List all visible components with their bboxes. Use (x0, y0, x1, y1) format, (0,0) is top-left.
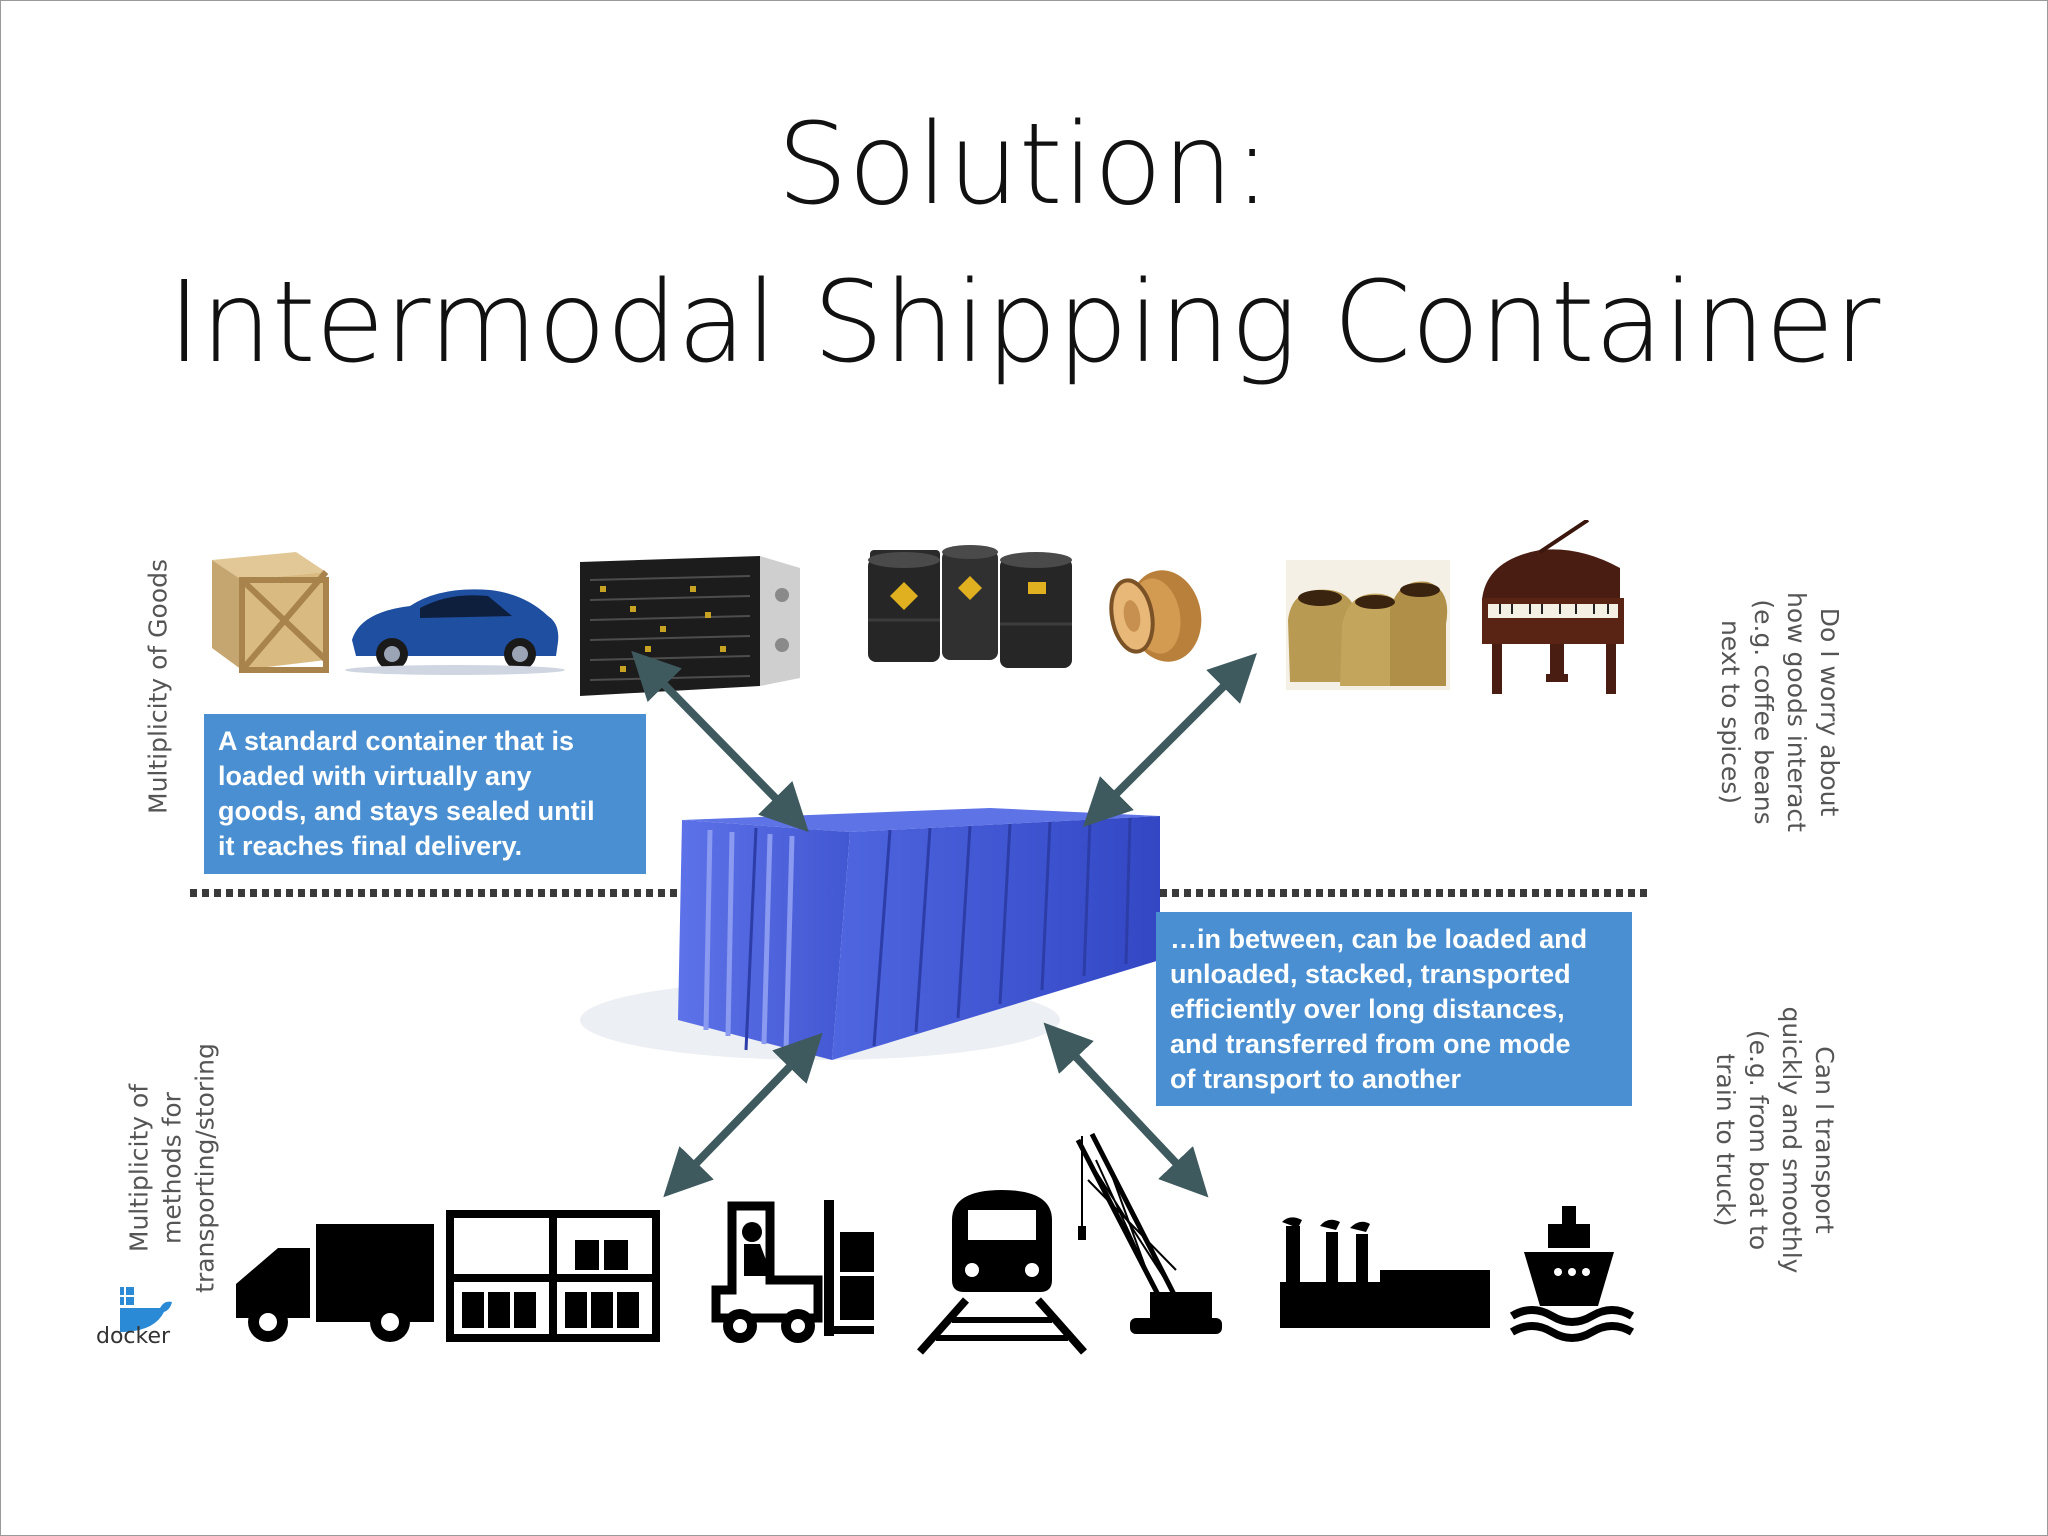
slide-title-line2: Intermodal Shipping Container (167, 258, 1881, 388)
methods-axis-line: Multiplicity of (124, 1083, 154, 1253)
arrow-container-racks (663, 1032, 823, 1198)
forklift-icon (711, 1200, 874, 1343)
callout-line: A standard container that is (218, 726, 575, 756)
callout-standard-container: A standard container that is loaded with… (204, 714, 646, 874)
train-icon (917, 1190, 1087, 1355)
methods-axis-line: transporting/storing (190, 1043, 220, 1293)
interact-question-line: Do I worry about (1815, 607, 1844, 817)
interact-question-line: next to spices) (1716, 619, 1745, 805)
methods-axis-label: Multiplicity of methods for transporting… (123, 1038, 222, 1298)
callout-line: of transport to another (1170, 1064, 1461, 1094)
warehouse-racks-icon (446, 1210, 660, 1342)
transport-question-line: (e.g. from boat to (1744, 1029, 1773, 1251)
arrow-container-crane (1043, 1022, 1209, 1198)
transport-question-label: Can I transport quickly and smoothly (e.… (1709, 1005, 1841, 1275)
slide-title-line1: Solution: (777, 100, 1271, 230)
shipping-container-icon (580, 808, 1160, 1060)
oil-drums-icon (868, 545, 1072, 668)
intermodal-diagram: Multiplicity of Goods Multiplicity of me… (96, 520, 1880, 1370)
coffee-sacks-icon (1286, 560, 1450, 690)
callout-line: and transferred from one mode (1170, 1029, 1571, 1059)
callout-line: …in between, can be loaded and (1170, 924, 1588, 954)
truck-icon (236, 1224, 434, 1342)
interact-question-label: Do I worry about how goods interact (e.g… (1714, 582, 1846, 842)
docker-logo-text: docker (96, 1324, 171, 1349)
transport-question-line: train to truck) (1711, 1053, 1740, 1227)
ship-icon (1509, 1206, 1635, 1342)
barrel-icon (1109, 570, 1202, 662)
transport-question-line: quickly and smoothly (1777, 1006, 1806, 1274)
callout-line: goods, and stays sealed until (218, 796, 595, 826)
interact-question-line: (e.g. coffee beans (1749, 599, 1778, 825)
callout-line: efficiently over long distances, (1170, 994, 1565, 1024)
diagram-graphics (120, 520, 1650, 1355)
callout-in-between: …in between, can be loaded and unloaded,… (1156, 912, 1632, 1106)
server-rack-icon (580, 556, 800, 696)
interact-question-line: how goods interact (1782, 592, 1811, 832)
wooden-crate-icon (212, 552, 329, 673)
factory-icon (1280, 1217, 1490, 1328)
arrow-sacks-container (1083, 653, 1257, 827)
car-icon (345, 589, 565, 675)
callout-line: it reaches final delivery. (218, 831, 523, 861)
transport-question-line: Can I transport (1810, 1046, 1839, 1234)
piano-icon (1482, 520, 1624, 694)
goods-axis-label: Multiplicity of Goods (143, 558, 173, 814)
callout-line: unloaded, stacked, transported (1170, 959, 1571, 989)
methods-axis-line: methods for (157, 1092, 187, 1244)
crane-icon (1075, 1132, 1222, 1334)
arrow-server-container (631, 650, 809, 833)
callout-line: loaded with virtually any (218, 761, 532, 791)
docker-logo (120, 1287, 172, 1332)
